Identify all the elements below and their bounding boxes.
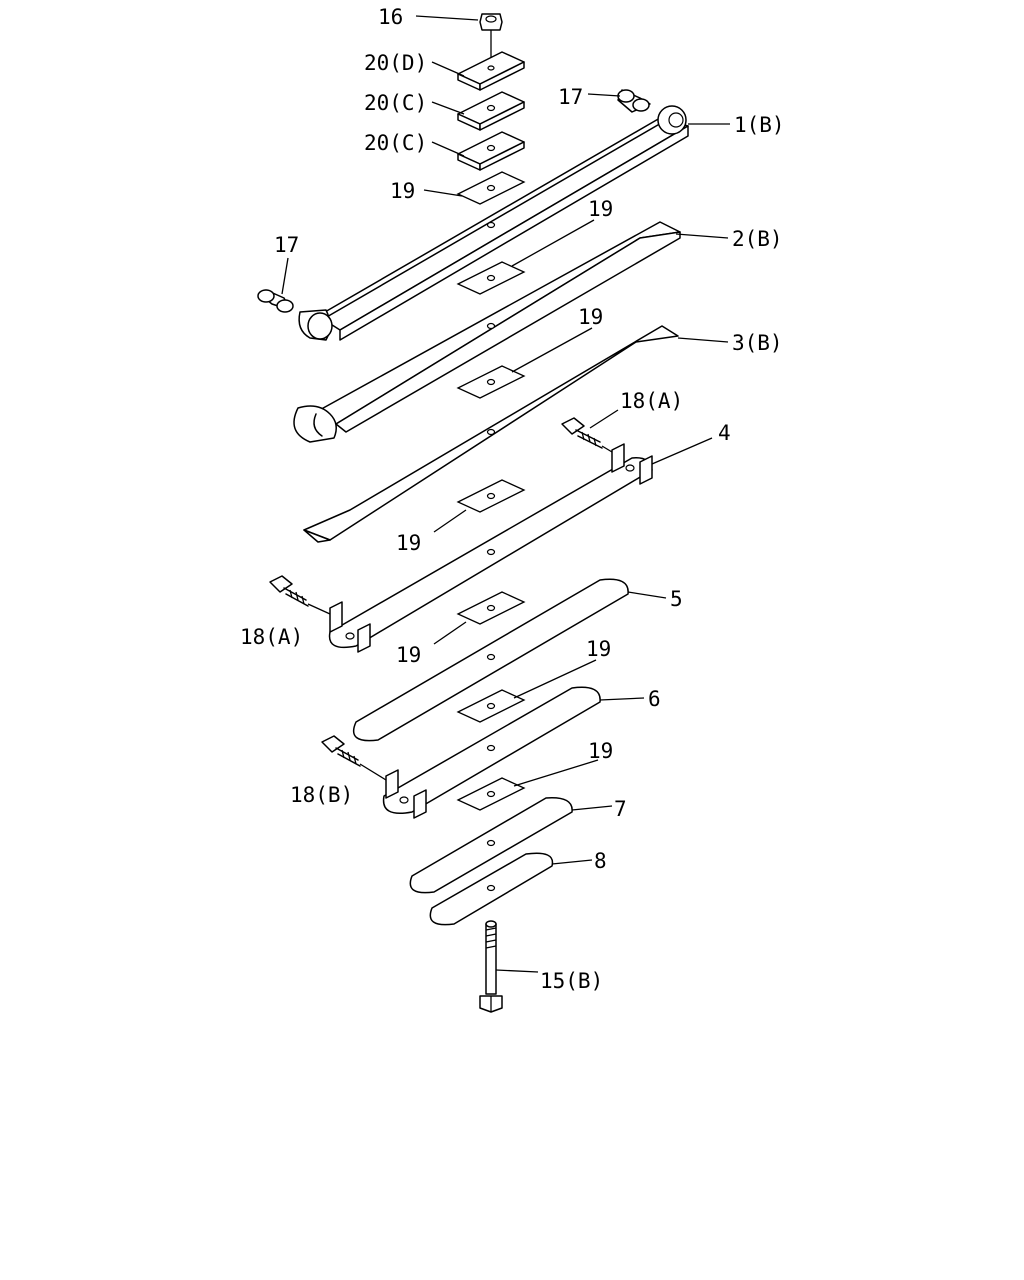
part-2b-second-leaf bbox=[293, 221, 681, 443]
label-18b: 18(B) bbox=[290, 783, 353, 807]
part-7-leaf bbox=[409, 797, 573, 894]
part-15b-center-bolt bbox=[479, 920, 503, 1013]
part-4-clip-leaf bbox=[328, 443, 653, 653]
label-17-right: 17 bbox=[558, 85, 583, 109]
part-20c-shim-upper bbox=[457, 91, 525, 131]
part-19-pad-f bbox=[456, 689, 526, 723]
label-1b: 1(B) bbox=[734, 113, 785, 137]
part-19-pad-e bbox=[456, 591, 526, 625]
part-1b-main-leaf bbox=[298, 105, 689, 341]
part-19-pad-b bbox=[456, 261, 526, 295]
callout-labels: 16 20(D) 20(C) 20(C) 19 17 1(B) 19 17 2(… bbox=[240, 5, 785, 993]
part-19-pad-top bbox=[456, 171, 526, 205]
part-5-leaf bbox=[352, 578, 629, 742]
label-19-g: 19 bbox=[588, 739, 613, 763]
label-17-left: 17 bbox=[274, 233, 299, 257]
label-20d: 20(D) bbox=[364, 51, 427, 75]
part-20c-shim-lower bbox=[457, 131, 525, 171]
part-17-bushing-left bbox=[257, 289, 294, 313]
part-19-pad-g bbox=[456, 777, 526, 811]
label-6: 6 bbox=[648, 687, 661, 711]
label-20c-lower: 20(C) bbox=[364, 131, 427, 155]
label-19-e: 19 bbox=[396, 643, 421, 667]
leader-lines bbox=[281, 15, 730, 973]
label-19-f: 19 bbox=[586, 637, 611, 661]
label-19-top: 19 bbox=[390, 179, 415, 203]
label-2b: 2(B) bbox=[732, 227, 783, 251]
label-18a-left: 18(A) bbox=[240, 625, 303, 649]
label-5: 5 bbox=[670, 587, 683, 611]
part-3b-third-leaf bbox=[303, 325, 679, 543]
label-15b: 15(B) bbox=[540, 969, 603, 993]
part-17-bushing-right bbox=[617, 89, 651, 113]
label-3b: 3(B) bbox=[732, 331, 783, 355]
label-19-c: 19 bbox=[578, 305, 603, 329]
label-8: 8 bbox=[594, 849, 607, 873]
label-19-b: 19 bbox=[588, 197, 613, 221]
part-18a-bolt-left bbox=[269, 575, 331, 615]
label-7: 7 bbox=[614, 797, 627, 821]
part-19-pad-d bbox=[456, 479, 526, 513]
part-18a-bolt-right bbox=[561, 417, 613, 453]
label-16: 16 bbox=[378, 5, 403, 29]
label-20c-upper: 20(C) bbox=[364, 91, 427, 115]
label-19-d: 19 bbox=[396, 531, 421, 555]
part-16-nut bbox=[479, 13, 503, 66]
label-4: 4 bbox=[718, 421, 731, 445]
part-8-leaf bbox=[429, 852, 554, 926]
label-18a-right: 18(A) bbox=[620, 389, 683, 413]
part-20d-shim bbox=[457, 51, 525, 91]
part-6-clip-leaf bbox=[382, 686, 601, 819]
part-19-pad-c bbox=[456, 365, 526, 399]
part-18b-bolt bbox=[321, 735, 387, 781]
